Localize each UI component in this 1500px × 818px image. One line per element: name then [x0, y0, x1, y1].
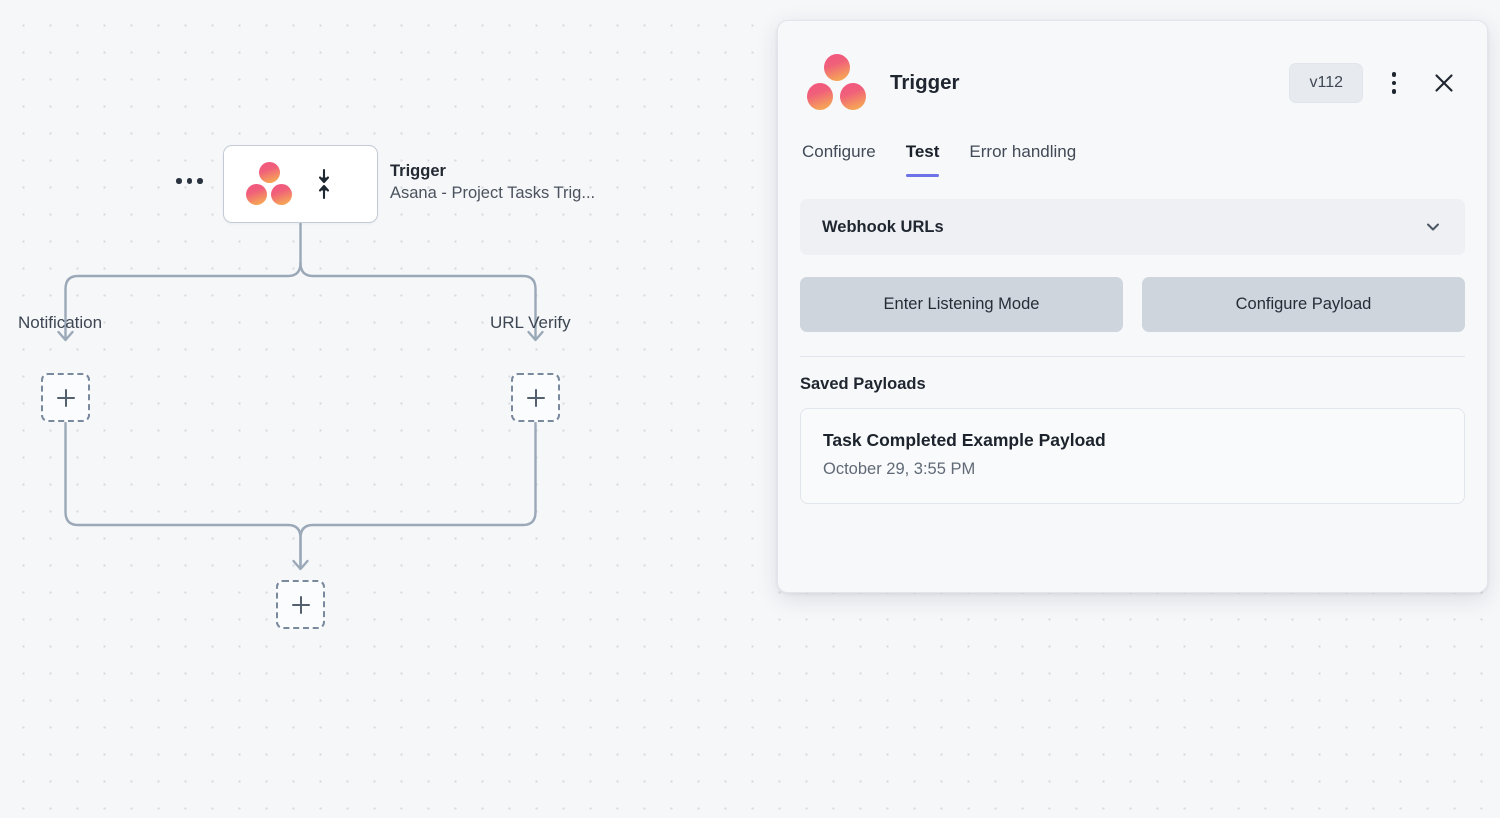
down-up-arrows-icon [316, 167, 332, 201]
webhook-urls-section[interactable]: Webhook URLs [800, 199, 1465, 255]
node-more-icon[interactable] [176, 178, 203, 184]
panel-body: Webhook URLs Enter Listening Mode Config… [778, 177, 1487, 504]
enter-listening-mode-button[interactable]: Enter Listening Mode [800, 277, 1123, 332]
plus-icon [291, 595, 310, 614]
trigger-node[interactable] [223, 145, 378, 223]
version-badge[interactable]: v112 [1289, 63, 1363, 103]
dot [186, 178, 192, 184]
plus-icon [56, 388, 75, 407]
plus-icon [526, 388, 545, 407]
trigger-details-panel: Trigger v112 Configure Test Error handli… [777, 20, 1488, 593]
dot [1391, 89, 1397, 94]
add-step-button-url-verify[interactable] [511, 373, 560, 422]
add-step-button-notification[interactable] [41, 373, 90, 422]
chevron-down-icon[interactable] [1423, 217, 1443, 237]
saved-payload-name: Task Completed Example Payload [823, 430, 1106, 450]
saved-payload-timestamp: October 29, 3:55 PM [823, 459, 976, 478]
branch-label-notification: Notification [18, 313, 103, 332]
trigger-node-subtitle: Asana - Project Tasks Trig... [390, 184, 596, 203]
webhook-urls-label: Webhook URLs [822, 217, 944, 236]
saved-payload-item[interactable]: Task Completed Example Payload October 2… [800, 408, 1465, 504]
action-buttons: Enter Listening Mode Configure Payload [800, 277, 1465, 332]
dot [197, 178, 203, 184]
trigger-node-label: Trigger Asana - Project Tasks Trig... [390, 160, 720, 206]
panel-tabs: Configure Test Error handling [778, 121, 1487, 177]
dot [176, 178, 182, 184]
asana-logo-icon [245, 162, 295, 206]
divider [800, 356, 1465, 357]
panel-header: Trigger v112 [778, 21, 1487, 121]
asana-logo-icon [806, 54, 868, 112]
tab-configure[interactable]: Configure [802, 142, 876, 161]
saved-payloads-title: Saved Payloads [800, 375, 926, 393]
more-vertical-icon[interactable] [1375, 64, 1413, 102]
panel-title: Trigger [890, 71, 960, 94]
dot [1391, 80, 1397, 86]
trigger-node-title: Trigger [390, 162, 446, 180]
configure-payload-button[interactable]: Configure Payload [1142, 277, 1465, 332]
tab-error-handling[interactable]: Error handling [969, 142, 1077, 161]
tab-test[interactable]: Test [905, 142, 939, 177]
dot [1391, 72, 1397, 77]
close-icon[interactable] [1425, 64, 1463, 102]
branch-label-url-verify: URL Verify [490, 313, 571, 332]
add-step-button-merge[interactable] [276, 580, 325, 629]
